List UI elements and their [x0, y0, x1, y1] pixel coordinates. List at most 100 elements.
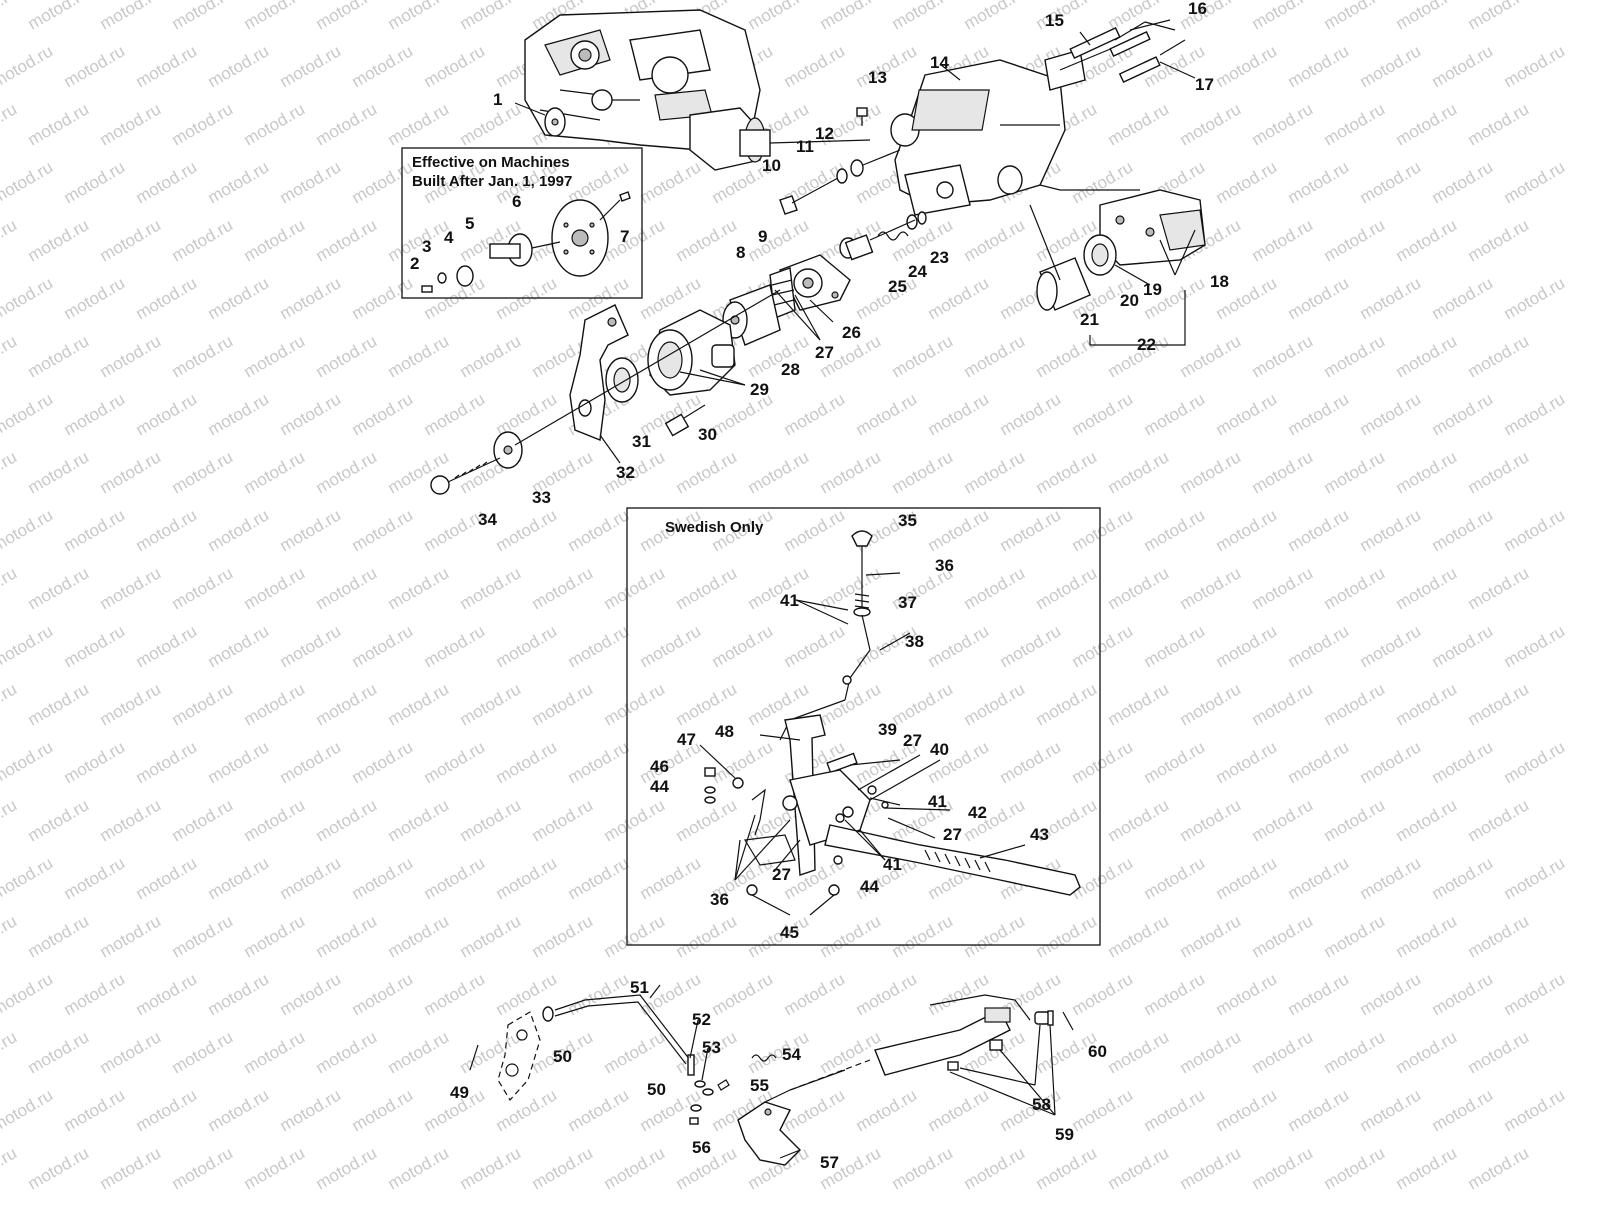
watermark-text: motod.ru — [61, 621, 129, 671]
watermark-text: motod.ru — [277, 273, 345, 323]
watermark-text: motod.ru — [529, 1143, 597, 1193]
watermark-text: motod.ru — [1249, 679, 1317, 729]
watermark-text: motod.ru — [1429, 41, 1497, 91]
watermark-text: motod.ru — [1213, 389, 1281, 439]
callout-37: 37 — [898, 593, 917, 612]
watermark-text: motod.ru — [1429, 505, 1497, 555]
watermark-text: motod.ru — [421, 969, 489, 1019]
watermark-text: motod.ru — [1393, 1143, 1461, 1193]
callout-33: 33 — [532, 488, 551, 507]
watermark-text: motod.ru — [1069, 505, 1137, 555]
watermark-text: motod.ru — [169, 1027, 237, 1077]
callout-27c: 27 — [943, 825, 962, 844]
callout-9: 9 — [758, 227, 767, 246]
watermark-text: motod.ru — [241, 331, 309, 381]
watermark-text: motod.ru — [1141, 1085, 1209, 1135]
callout-7: 7 — [620, 227, 629, 246]
watermark-text: motod.ru — [1249, 447, 1317, 497]
watermark-text: motod.ru — [421, 853, 489, 903]
watermark-text: motod.ru — [1357, 41, 1425, 91]
callout-60: 60 — [1088, 1042, 1107, 1061]
watermark-text: motod.ru — [1393, 447, 1461, 497]
watermark-text: motod.ru — [1321, 0, 1389, 33]
watermark-text: motod.ru — [1177, 911, 1245, 961]
watermark-text: motod.ru — [493, 389, 561, 439]
watermark-text: motod.ru — [889, 911, 957, 961]
watermark-text: motod.ru — [0, 99, 20, 149]
callout-38: 38 — [905, 632, 924, 651]
parts-18-22-bracket — [1029, 189, 1206, 346]
watermark-text: motod.ru — [493, 505, 561, 555]
watermark-text: motod.ru — [925, 389, 993, 439]
watermark-text: motod.ru — [1249, 563, 1317, 613]
callout-58: 58 — [1032, 1095, 1051, 1114]
watermark-text: motod.ru — [1357, 853, 1425, 903]
watermark-text: motod.ru — [97, 1143, 165, 1193]
watermark-text: motod.ru — [925, 273, 993, 323]
callout-30: 30 — [698, 425, 717, 444]
watermark-text: motod.ru — [1249, 99, 1317, 149]
watermark-text: motod.ru — [457, 911, 525, 961]
watermark-text: motod.ru — [0, 621, 56, 671]
watermark-text: motod.ru — [0, 1143, 20, 1193]
watermark-text: motod.ru — [529, 911, 597, 961]
watermark-text: motod.ru — [889, 447, 957, 497]
watermark-text: motod.ru — [205, 1085, 273, 1135]
watermark-text: motod.ru — [349, 969, 417, 1019]
watermark-text: motod.ru — [493, 621, 561, 671]
watermark-text: motod.ru — [1177, 99, 1245, 149]
watermark-text: motod.ru — [961, 1143, 1029, 1193]
watermark-text: motod.ru — [169, 447, 237, 497]
watermark-text: motod.ru — [1069, 1085, 1137, 1135]
callout-36a: 36 — [935, 556, 954, 575]
callout-42: 42 — [968, 803, 987, 822]
callout-49: 49 — [450, 1083, 469, 1102]
machines-note-line2: Built After Jan. 1, 1997 — [412, 173, 572, 190]
watermark-text: motod.ru — [1285, 969, 1353, 1019]
watermark-text: motod.ru — [1465, 911, 1533, 961]
watermark-text: motod.ru — [1177, 1027, 1245, 1077]
watermark-text: motod.ru — [0, 1027, 20, 1077]
watermark-text: motod.ru — [1069, 621, 1137, 671]
watermark-text: motod.ru — [241, 563, 309, 613]
watermark-text: motod.ru — [241, 679, 309, 729]
inset-box-swedish-only — [626, 507, 1101, 946]
callout-59: 59 — [1055, 1125, 1074, 1144]
watermark-text: motod.ru — [565, 621, 633, 671]
watermark-text: motod.ru — [1465, 1143, 1533, 1193]
callout-1: 1 — [493, 90, 502, 109]
watermark-text: motod.ru — [133, 1085, 201, 1135]
watermark-text: motod.ru — [817, 679, 885, 729]
watermark-text: motod.ru — [241, 215, 309, 265]
watermark-text: motod.ru — [0, 273, 56, 323]
watermark-text: motod.ru — [1357, 621, 1425, 671]
parts-23-24-25-spring-pin — [839, 211, 927, 261]
watermark-text: motod.ru — [277, 737, 345, 787]
watermark-text: motod.ru — [565, 853, 633, 903]
watermark-text: motod.ru — [0, 737, 56, 787]
watermark-text: motod.ru — [349, 157, 417, 207]
watermark-text: motod.ru — [313, 447, 381, 497]
watermark-text: motod.ru — [0, 969, 56, 1019]
watermark-text: motod.ru — [1285, 41, 1353, 91]
watermark-text: motod.ru — [205, 969, 273, 1019]
watermark-text: motod.ru — [1285, 621, 1353, 671]
watermark-text: motod.ru — [1033, 447, 1101, 497]
watermark-text: motod.ru — [745, 911, 813, 961]
callout-29: 29 — [750, 380, 769, 399]
watermark-text: motod.ru — [169, 795, 237, 845]
parts-15-16-17-shaft — [1044, 19, 1186, 91]
watermark-text: motod.ru — [853, 969, 921, 1019]
watermark-text: motod.ru — [1393, 679, 1461, 729]
watermark-text: motod.ru — [889, 0, 957, 33]
watermark-text: motod.ru — [961, 331, 1029, 381]
watermark-text: motod.ru — [1321, 215, 1389, 265]
watermark-text: motod.ru — [1321, 331, 1389, 381]
watermark-text: motod.ru — [961, 563, 1029, 613]
callout-45: 45 — [780, 923, 799, 942]
machines-note-line1: Effective on Machines — [412, 154, 570, 171]
watermark-text: motod.ru — [1105, 1027, 1173, 1077]
callout-35: 35 — [898, 511, 917, 530]
inset-box-effective-1997 — [401, 147, 643, 299]
watermark-text: motod.ru — [1357, 505, 1425, 555]
